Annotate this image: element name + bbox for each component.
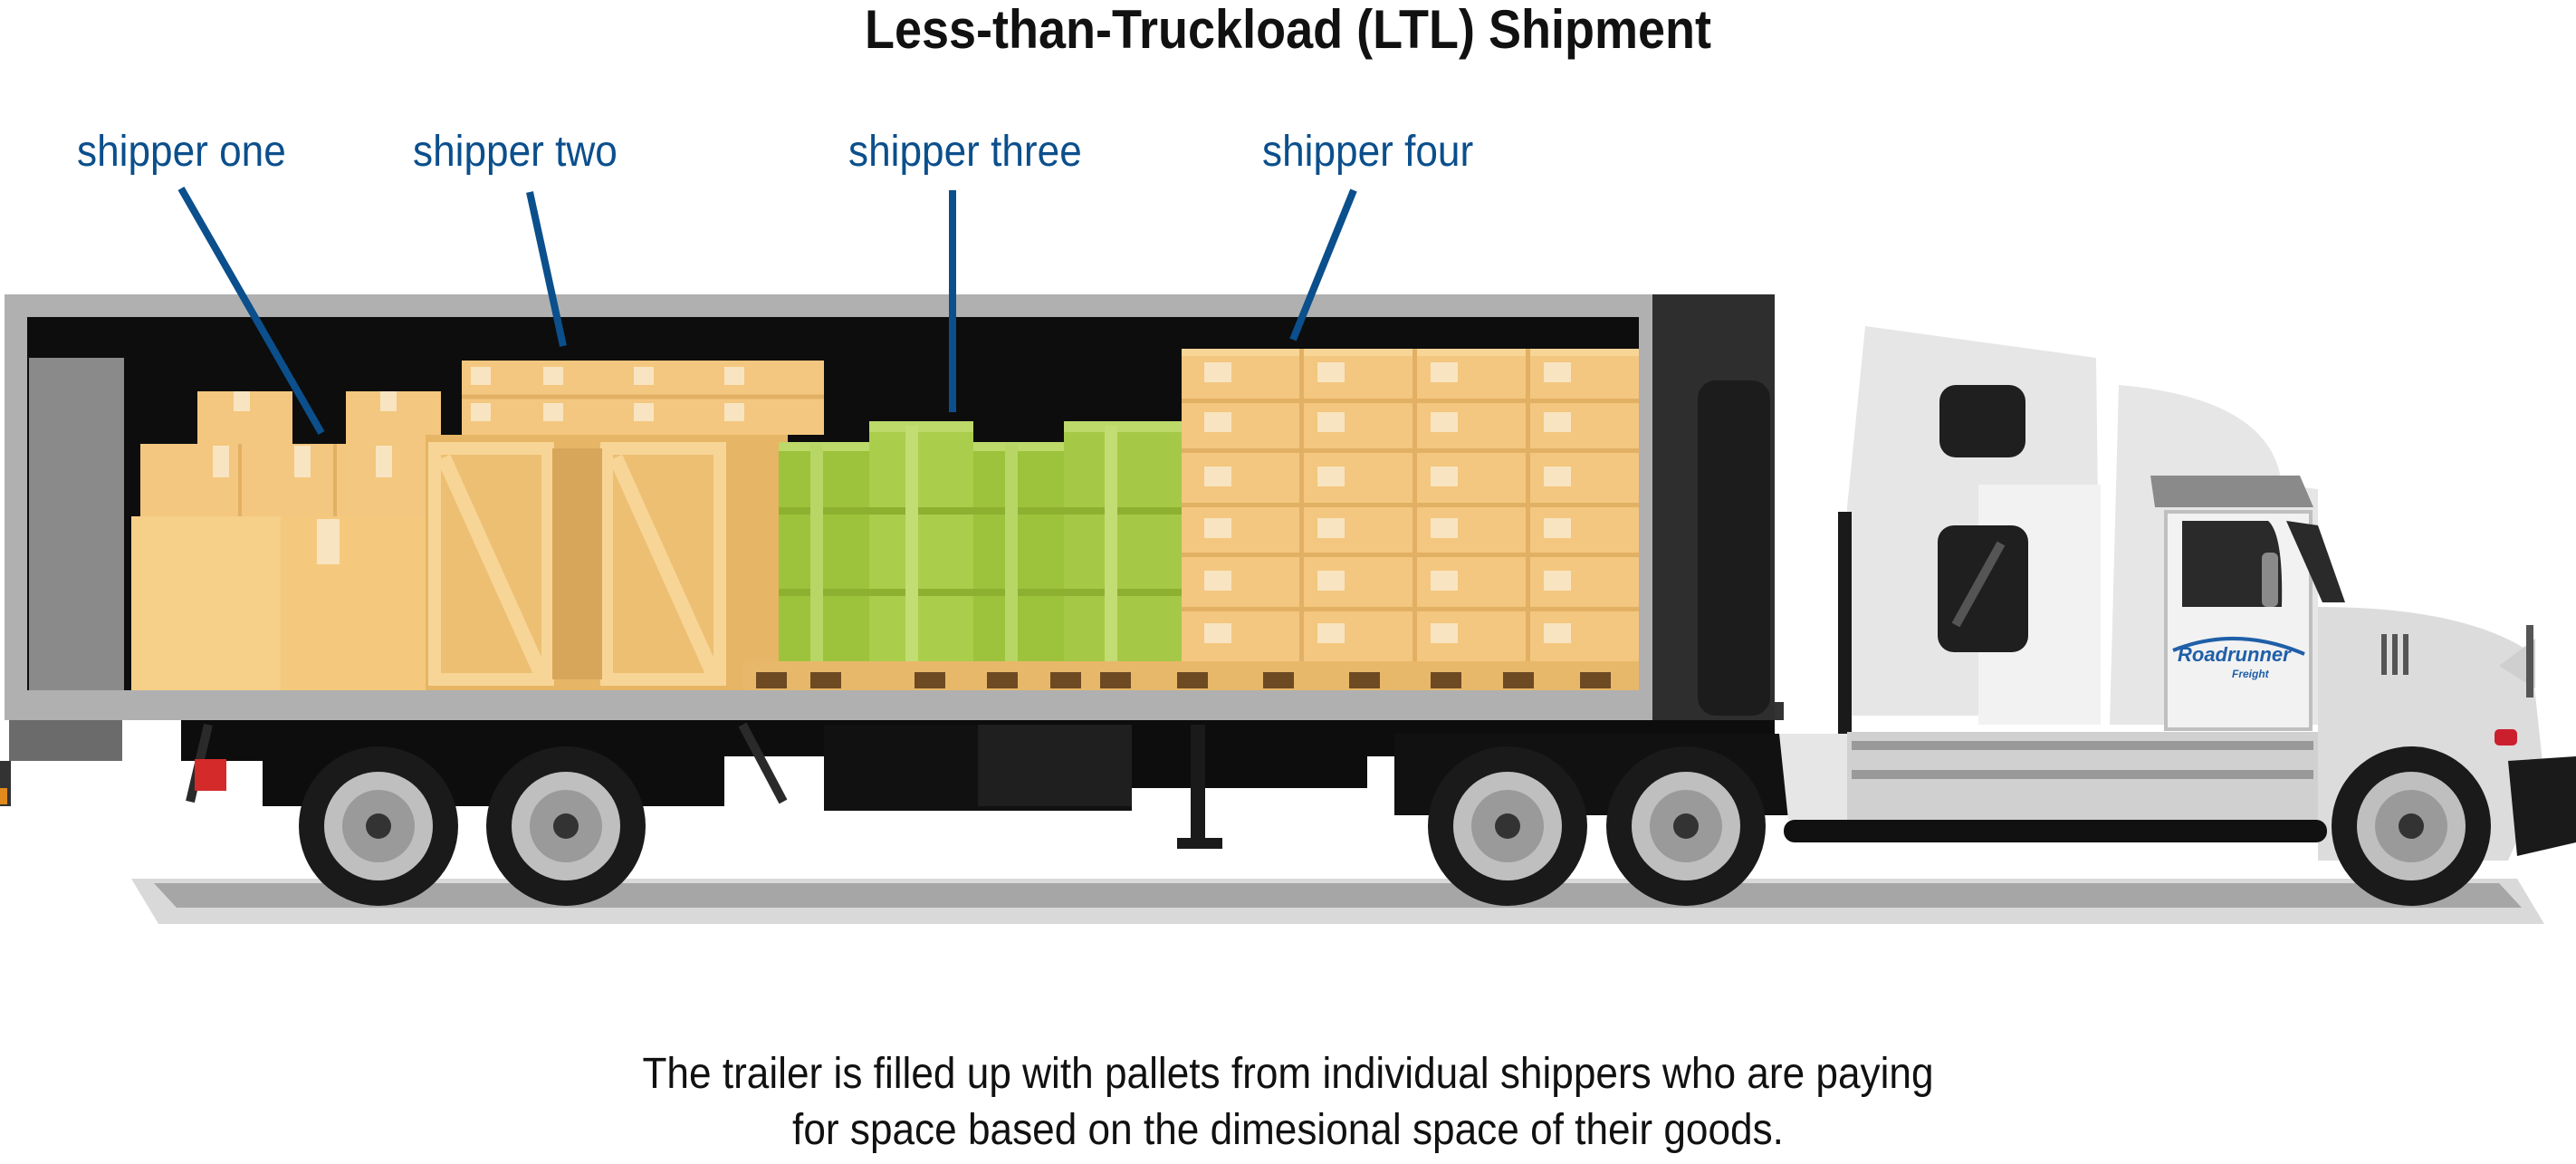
shipper-two-leader	[526, 191, 567, 347]
shipper-four-cargo	[1182, 349, 1639, 661]
caption-line-1: The trailer is filled up with pallets fr…	[642, 1050, 1934, 1098]
caption: The trailer is filled up with pallets fr…	[103, 1046, 2473, 1159]
roadrunner-logo: Roadrunner Freight	[2172, 636, 2305, 680]
shipper-one-leader	[177, 187, 325, 435]
shipper-three-label: shipper three	[848, 128, 1082, 176]
logo-brand: Roadrunner	[2178, 643, 2292, 666]
shipper-four-label: shipper four	[1262, 128, 1474, 176]
shipper-two-label: shipper two	[413, 128, 618, 176]
windshield	[2286, 521, 2345, 602]
page-title: Less-than-Truckload (LTL) Shipment	[864, 0, 1712, 60]
drive-wheel-2	[1606, 746, 1766, 906]
wheels	[299, 746, 2491, 906]
shipper-one-label: shipper one	[77, 128, 286, 176]
headlight	[2495, 729, 2517, 746]
sleeper-window-bottom	[1938, 525, 2028, 652]
caption-line-2: for space based on the dimesional space …	[792, 1106, 1784, 1154]
sleeper-window-top	[1939, 385, 2025, 457]
shipper-three-cargo	[779, 421, 1182, 661]
steer-wheel	[2332, 746, 2491, 906]
shipper-four-leader	[1289, 188, 1357, 342]
logo-sub: Freight	[2232, 668, 2270, 680]
road	[154, 883, 2522, 908]
shipper-leader-lines	[177, 187, 1357, 435]
shipper-two-cargo	[426, 361, 824, 693]
pallets	[742, 661, 1639, 693]
trailer-wheel-1	[299, 746, 458, 906]
shipper-one-cargo	[131, 391, 441, 693]
roof-fairing	[2150, 476, 2313, 507]
landing-gear	[1191, 725, 1205, 842]
trailer-wheel-2	[486, 746, 646, 906]
drive-wheel-1	[1428, 746, 1587, 906]
bumper	[2508, 756, 2576, 856]
trailer-side-door	[29, 358, 124, 690]
door-window	[2182, 521, 2283, 607]
